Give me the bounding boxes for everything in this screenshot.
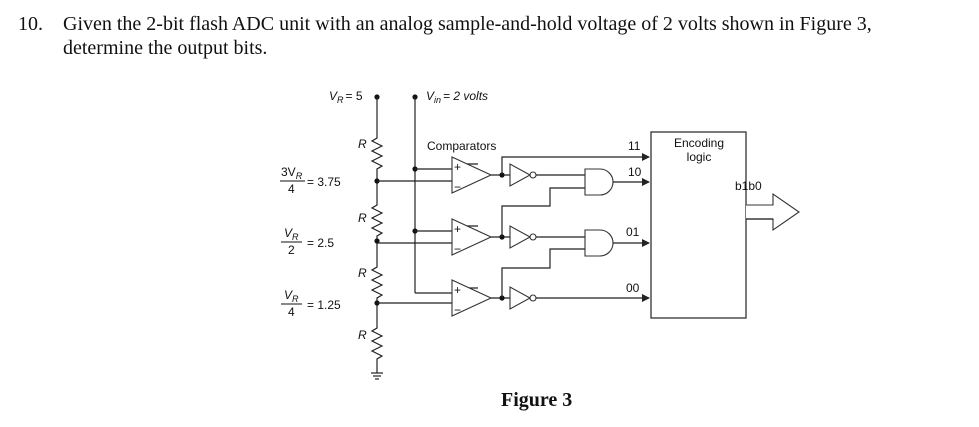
comparator-2: + − [377, 218, 493, 256]
line-11-wire [501, 153, 650, 175]
and-gate-10: 10 [501, 165, 650, 237]
question-text: Given the 2-bit flash ADC unit with an a… [63, 12, 963, 60]
resistor-label-2: R [358, 211, 367, 225]
svg-text:+: + [454, 283, 461, 297]
tap-label-2.5: VR 2 = 2.5 [281, 226, 334, 257]
inverter-3 [491, 286, 537, 310]
vin-value: = 2 volts [443, 89, 488, 103]
inverter-1 [491, 163, 537, 187]
svg-text:2: 2 [288, 243, 295, 257]
svg-text:4: 4 [288, 182, 295, 196]
resistor-label-3: R [358, 266, 367, 280]
svg-text:3VR: 3VR [281, 165, 303, 181]
question-line-1: Given the 2-bit flash ADC unit with an a… [63, 13, 872, 35]
question-line-2: determine the output bits. [63, 37, 268, 59]
comparators-label: Comparators [427, 139, 496, 153]
svg-text:VR= 5: VR= 5 [329, 89, 363, 105]
tap-label-3.75: 3VR 4 = 3.75 [280, 165, 341, 196]
svg-text:4: 4 [288, 305, 295, 319]
figure-caption: Figure 3 [501, 389, 572, 411]
svg-text:Vin= 2 volts: Vin= 2 volts [426, 89, 488, 105]
vref-label: VR= 5 [329, 89, 363, 105]
ground-icon [371, 372, 383, 380]
svg-text:−: − [454, 180, 461, 194]
resistor-label-4: R [358, 328, 367, 342]
line-label-10: 10 [628, 165, 642, 179]
vin-label: Vin= 2 volts [426, 89, 488, 105]
vin-symbol: V [426, 89, 435, 103]
vref-symbol: V [329, 89, 338, 103]
resistor-ladder: R R R R [358, 97, 384, 380]
vref-sub: R [337, 95, 344, 105]
comparator-3: + − [377, 279, 493, 317]
svg-text:+: + [454, 222, 461, 236]
svg-text:logic: logic [687, 150, 712, 164]
vin-sub: in [434, 95, 441, 105]
line-label-11: 11 [628, 139, 641, 153]
svg-text:VR: VR [284, 226, 299, 242]
line-label-01: 01 [626, 225, 640, 239]
svg-text:= 3.75: = 3.75 [307, 175, 341, 189]
svg-text:+: + [454, 160, 461, 174]
output-label: b1b0 [735, 179, 762, 193]
line-label-00: 00 [626, 281, 640, 295]
tap-label-1.25: VR 4 = 1.25 [281, 288, 341, 319]
svg-text:VR: VR [284, 288, 299, 304]
resistor-label-1: R [358, 137, 367, 151]
vin-bus [412, 97, 418, 293]
svg-text:= 2.5: = 2.5 [307, 236, 334, 250]
vref-value: = 5 [346, 89, 363, 103]
comparator-1: + − [377, 156, 493, 194]
question-number: 10. [18, 13, 43, 35]
svg-text:= 1.25: = 1.25 [307, 298, 341, 312]
and-gate-01: 01 [501, 225, 650, 298]
encoding-logic-block: Encoding logic [650, 131, 747, 319]
svg-text:−: − [454, 303, 461, 317]
svg-text:Encoding: Encoding [674, 136, 724, 150]
output-bus-arrow [746, 192, 800, 232]
inverter-2 [491, 225, 537, 249]
svg-text:−: − [454, 242, 461, 256]
